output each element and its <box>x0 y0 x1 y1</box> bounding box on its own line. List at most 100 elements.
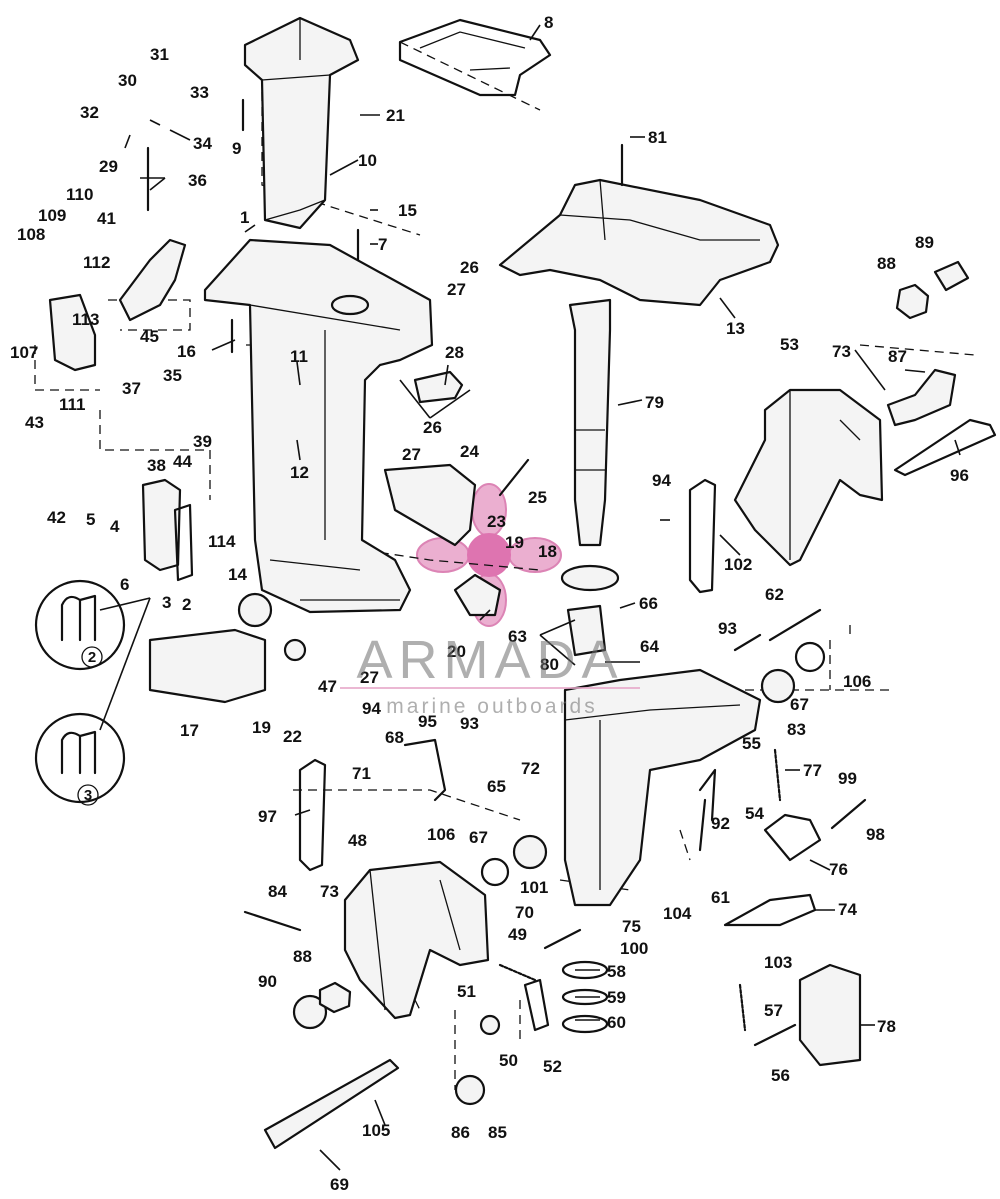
callout-27-a: 27 <box>447 280 466 299</box>
part-89-cap <box>933 260 970 292</box>
callout-106-a: 106 <box>843 672 871 691</box>
part-60-bushing <box>561 1014 609 1034</box>
callout-43: 43 <box>25 413 44 432</box>
detail-2-label: 2 <box>88 649 96 666</box>
part-79-steering-tube <box>568 298 612 547</box>
part-10-exhaust-tube <box>243 16 360 230</box>
part-53-stern-bracket <box>733 388 884 567</box>
callout-107: 107 <box>10 343 38 362</box>
callout-39: 39 <box>193 432 212 451</box>
callout-16: 16 <box>177 342 196 361</box>
callout-12: 12 <box>290 463 309 482</box>
callout-85: 85 <box>488 1123 507 1142</box>
callout-14: 14 <box>228 565 247 584</box>
callout-57: 57 <box>764 1001 783 1020</box>
callout-75: 75 <box>622 917 641 936</box>
callout-26-a: 26 <box>460 258 479 277</box>
part-90-cap <box>292 994 328 1030</box>
callout-103: 103 <box>764 953 792 972</box>
part-14-grommet <box>237 592 273 628</box>
callout-27-c: 27 <box>360 668 379 687</box>
callout-93-b: 93 <box>460 714 479 733</box>
callout-58: 58 <box>607 962 626 981</box>
watermark-tagline: marine outboards <box>386 695 597 718</box>
part-49-spring <box>498 963 537 982</box>
callout-44: 44 <box>173 452 192 471</box>
callout-33: 33 <box>190 83 209 102</box>
callout-50: 50 <box>499 1051 518 1070</box>
callout-106-b: 106 <box>427 825 455 844</box>
part-58-bushing <box>561 960 609 980</box>
part-38-bracket <box>141 478 182 572</box>
callout-27-b: 27 <box>402 445 421 464</box>
callout-78: 78 <box>877 1017 896 1036</box>
callout-69: 69 <box>330 1175 349 1194</box>
callout-88-a: 88 <box>877 254 896 273</box>
part-103-spring <box>738 983 747 1032</box>
callout-64: 64 <box>640 637 659 656</box>
callout-94-a: 94 <box>652 471 671 490</box>
callout-62: 62 <box>765 585 784 604</box>
part-105-bar <box>263 1058 400 1150</box>
callout-26-b: 26 <box>423 418 442 437</box>
callout-24: 24 <box>460 442 479 461</box>
callout-73-b: 73 <box>320 882 339 901</box>
callout-53: 53 <box>780 335 799 354</box>
part-86-washer <box>454 1074 486 1106</box>
callout-22: 22 <box>283 727 302 746</box>
part-20-impeller <box>453 573 502 617</box>
callout-63: 63 <box>508 627 527 646</box>
part-78-plate <box>798 963 862 1067</box>
callout-59: 59 <box>607 988 626 1007</box>
callout-89: 89 <box>915 233 934 252</box>
part-17-cover <box>148 628 267 704</box>
part-84-bolt <box>243 910 302 932</box>
callout-48: 48 <box>348 831 367 850</box>
callout-38: 38 <box>147 456 166 475</box>
callout-102: 102 <box>724 555 752 574</box>
callout-47: 47 <box>318 677 337 696</box>
callout-54: 54 <box>745 804 764 823</box>
callout-34: 34 <box>193 134 212 153</box>
callout-61: 61 <box>711 888 730 907</box>
callout-55: 55 <box>742 734 761 753</box>
callout-113: 113 <box>72 310 99 329</box>
callout-23: 23 <box>487 512 506 531</box>
part-50-washer <box>479 1014 501 1036</box>
part-13-steering-bracket <box>498 178 780 307</box>
callout-72: 72 <box>521 759 540 778</box>
callout-4: 4 <box>110 517 120 536</box>
callout-56: 56 <box>771 1066 790 1085</box>
callout-13: 13 <box>726 319 745 338</box>
part-102-clamp <box>688 478 717 594</box>
callout-10: 10 <box>358 151 377 170</box>
part-2-strip <box>173 503 194 582</box>
part-1-bore <box>330 294 370 316</box>
callout-68: 68 <box>385 728 404 747</box>
detail-3-label: 3 <box>84 787 92 804</box>
part-25-bolt <box>498 458 530 497</box>
callout-19-b: 19 <box>252 718 271 737</box>
callout-66: 66 <box>639 594 658 613</box>
callout-51: 51 <box>457 982 476 1001</box>
detail-view-2: 2 <box>34 579 126 671</box>
callout-105: 105 <box>362 1121 390 1140</box>
part-111-clamp-handle <box>48 293 97 372</box>
part-92-rod <box>698 768 717 822</box>
part-8-gasket <box>398 18 552 97</box>
callout-1: 1 <box>240 208 249 227</box>
callout-20: 20 <box>447 642 466 661</box>
callout-67-a: 67 <box>790 695 809 714</box>
part-56-pin <box>753 1023 797 1047</box>
callout-84: 84 <box>268 882 287 901</box>
part-106-washer <box>794 641 826 673</box>
callout-11: 11 <box>290 347 308 366</box>
part-95-bracket <box>403 738 447 802</box>
callout-100: 100 <box>620 939 648 958</box>
part-88-nut-lower <box>318 981 352 1014</box>
callout-104: 104 <box>663 904 692 923</box>
callout-19-a: 19 <box>505 533 524 552</box>
callout-96: 96 <box>950 466 969 485</box>
part-106-washer-lower <box>480 857 510 887</box>
part-77-spring <box>773 748 782 802</box>
